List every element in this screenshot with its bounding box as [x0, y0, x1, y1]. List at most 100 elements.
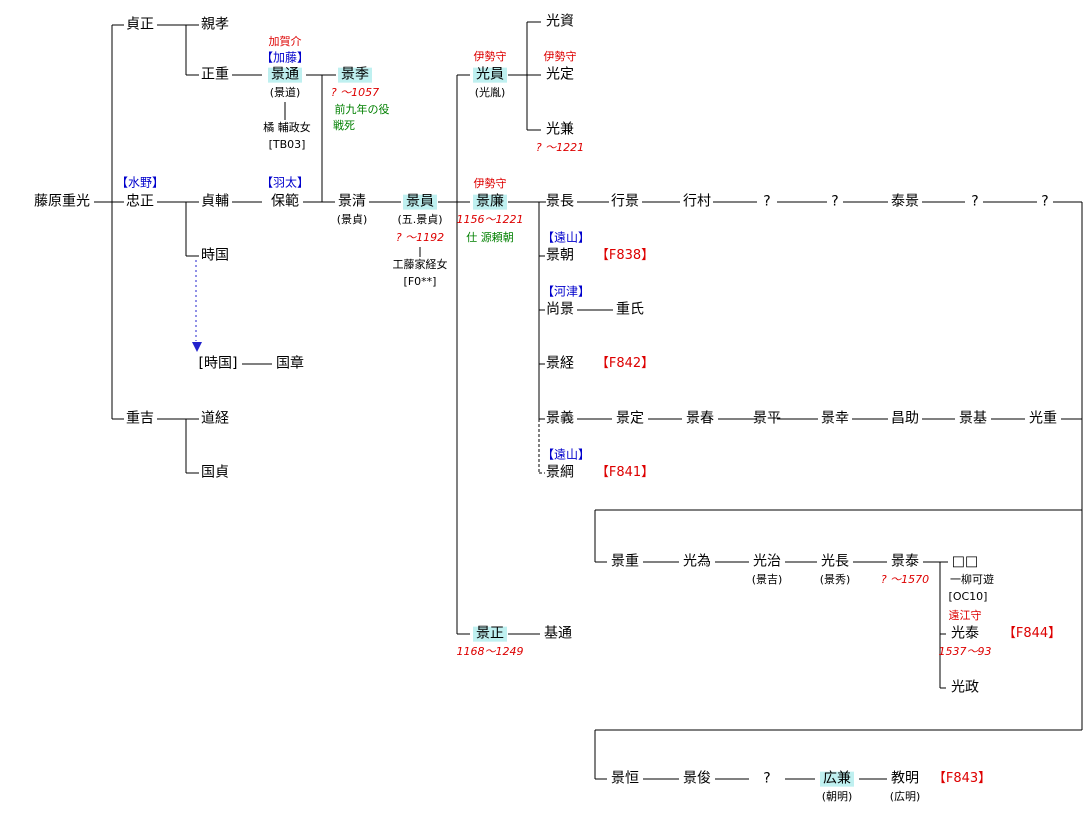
kagekado-dates: 1156～1221	[456, 213, 524, 227]
kagekiyo: 景清	[338, 193, 366, 210]
hisakage: 尚景	[546, 301, 574, 318]
kagemoto: 景基	[959, 410, 987, 427]
hirokane[interactable]: 広兼	[820, 771, 854, 787]
noriaki-code[interactable]: 【F843】	[932, 771, 992, 787]
toyama-family-label-1: 【遠山】	[541, 230, 591, 245]
mitsumasa: 光政	[951, 679, 979, 696]
kagekazu-alias: (五.景貞)	[397, 213, 443, 227]
senshi-note: 戦死	[333, 119, 355, 133]
kagetsuna: 景綱	[546, 464, 574, 481]
mitsunaga: 光長	[821, 553, 849, 570]
kagekazu-wife: 工藤家経女	[392, 258, 448, 272]
yasukage: 泰景	[891, 193, 919, 210]
ichiyanagi-kayu: 一柳可遊	[950, 573, 994, 587]
kagemichi[interactable]: 景通	[268, 67, 302, 83]
mitsukazu[interactable]: 光員	[473, 67, 507, 83]
chikataka: 親孝	[201, 16, 229, 33]
mizuno-family-label: 【水野】	[115, 175, 165, 190]
mitsuharu: 光治	[753, 553, 781, 570]
kato-family-label: 【加藤】	[260, 50, 310, 65]
kagemasa-dates: 1168～1249	[456, 645, 524, 659]
kagekado-note: 仕 源頼朝	[466, 231, 514, 245]
unknown-3: ?	[971, 193, 979, 210]
mitsusuke: 光資	[546, 13, 574, 30]
mitsuharu-alias: (景吉)	[751, 573, 783, 587]
yukimura: 行村	[683, 193, 711, 210]
ichiyanagi-code[interactable]: [OC10]	[948, 590, 988, 604]
kageyasu: 景泰	[891, 553, 919, 570]
kagetoshi: 景俊	[683, 770, 711, 787]
unknown-2: ?	[831, 193, 839, 210]
kagetsune-code[interactable]: 【F842】	[595, 356, 655, 372]
zenkunen-note: 前九年の役	[334, 103, 390, 117]
kaga-no-suke-title: 加賀介	[268, 35, 302, 49]
kageshige: 景重	[611, 553, 639, 570]
sadasuke: 貞輔	[201, 193, 229, 210]
mitsuyasu: 光泰	[951, 625, 979, 642]
masashige: 正重	[201, 66, 229, 83]
mitsukazu-alias: (光胤)	[474, 86, 506, 100]
adoption-arrow-icon	[192, 342, 202, 352]
tokikuni: 時国	[201, 247, 229, 264]
kagetomo-code[interactable]: 【F838】	[595, 248, 655, 264]
kuniaki: 国章	[276, 355, 304, 372]
kageyoshi: 景義	[546, 410, 574, 427]
mitsushige: 光重	[1029, 410, 1057, 427]
kagetsune: 景経	[546, 355, 574, 372]
michitsune: 道経	[201, 410, 229, 427]
mitsuyasu-code[interactable]: 【F844】	[1002, 626, 1062, 642]
totomi-no-kami-title: 遠江守	[948, 609, 982, 623]
kagekiyo-alias: (景貞)	[336, 213, 368, 227]
masasuke: 昌助	[891, 410, 919, 427]
mitsutame: 光為	[683, 553, 711, 570]
kagemichi-alias: (景道)	[269, 86, 301, 100]
fujiwara-shigemitsu: 藤原重光	[34, 193, 90, 210]
hirokane-alias: (朝明)	[821, 790, 853, 804]
kagekado-title: 伊勢守	[473, 177, 507, 191]
kagekado[interactable]: 景廉	[473, 194, 507, 210]
unknown-4: ?	[1041, 193, 1049, 210]
toyama-family-label-2: 【遠山】	[541, 447, 591, 462]
unknown-1: ?	[763, 193, 771, 210]
kagetomo: 景朝	[546, 247, 574, 264]
kagehira: 景平	[753, 410, 781, 427]
noriaki: 教明	[891, 770, 919, 787]
kagekazu-wife-code[interactable]: [F0**]	[403, 275, 437, 289]
kageyasu-dates: ? ～1570	[880, 573, 930, 587]
kagemichi-wife: 橘 輔政女	[263, 121, 311, 135]
yukikage: 行景	[611, 193, 639, 210]
mitsukane-dates: ? ～1221	[535, 141, 585, 155]
kagetsuna-code[interactable]: 【F841】	[595, 465, 655, 481]
unknown-5: ?	[763, 770, 771, 787]
kagekazu[interactable]: 景員	[403, 194, 437, 210]
tokikuni-continued: [時国]	[198, 355, 238, 372]
yasunori: 保範	[271, 193, 299, 210]
kagesue[interactable]: 景季	[338, 67, 372, 83]
mitsuyasu-dates: 1537～93	[938, 645, 992, 659]
unknown-spouse: □□	[951, 553, 979, 570]
kagemichi-wife-code[interactable]: [TB03]	[268, 138, 306, 152]
shigeyoshi: 重吉	[126, 410, 154, 427]
kagekazu-dates: ? ～1192	[395, 231, 445, 245]
noriaki-alias: (広明)	[889, 790, 921, 804]
shigeuji: 重氏	[616, 301, 644, 318]
mototsune: 基通	[544, 625, 572, 642]
kagenaga: 景長	[546, 193, 574, 210]
mitsusada-title: 伊勢守	[543, 50, 577, 64]
kageyuki: 景幸	[821, 410, 849, 427]
kunisada: 国貞	[201, 464, 229, 481]
tadamasa: 忠正	[126, 193, 154, 210]
kagesue-dates: ? ～1057	[330, 86, 380, 100]
kagemasa[interactable]: 景正	[473, 626, 507, 642]
mitsunaga-alias: (景秀)	[819, 573, 851, 587]
mitsusada: 光定	[546, 66, 574, 83]
kagetsune-2: 景恒	[611, 770, 639, 787]
kageharu: 景春	[686, 410, 714, 427]
habuto-family-label: 【羽太】	[260, 175, 310, 190]
sadamasa: 貞正	[126, 16, 154, 33]
kawazu-family-label: 【河津】	[541, 284, 591, 299]
kagesada: 景定	[616, 410, 644, 427]
mitsukane: 光兼	[546, 121, 574, 138]
